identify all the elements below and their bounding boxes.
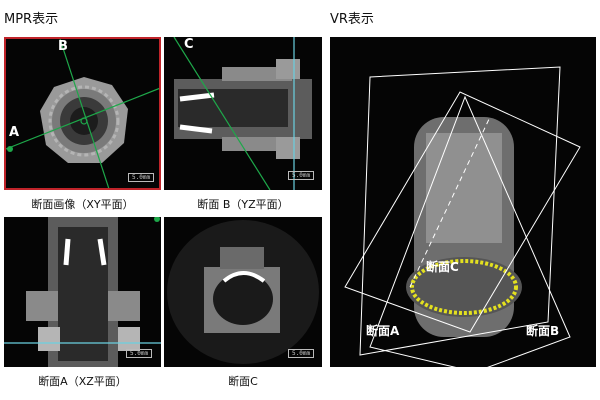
yz-caption: 断面 B（YZ平面） <box>197 198 289 211</box>
vr-view-panel[interactable]: 断面C 断面A 断面B <box>330 37 596 367</box>
yz-view-panel[interactable]: C 5.0mm <box>164 37 322 190</box>
vr-label-a: 断面A <box>366 324 400 338</box>
xy-scale-bar: 5.0mm <box>128 173 155 182</box>
c-caption: 断面C <box>228 375 258 388</box>
c-scale-bar: 5.0mm <box>288 349 315 358</box>
c-view-panel[interactable]: 5.0mm <box>164 217 322 367</box>
xy-caption: 断面画像（XY平面） <box>31 198 134 211</box>
vr-label-c: 断面C <box>426 260 459 274</box>
xz-view-panel[interactable]: 5.0mm <box>4 217 161 367</box>
axis-a-label: A <box>9 125 20 140</box>
xz-slice-image <box>4 217 161 367</box>
vr-title: VR表示 <box>330 12 374 27</box>
c-slice-image <box>167 220 319 364</box>
axis-c-label: C <box>184 37 194 52</box>
yz-scale-bar: 5.0mm <box>288 171 315 180</box>
xy-slice-image <box>6 39 159 188</box>
xy-view-panel[interactable]: A B 5.0mm <box>4 37 161 190</box>
yz-slice-image <box>173 37 312 190</box>
mpr-title: MPR表示 <box>4 12 59 27</box>
vr-label-b: 断面B <box>526 324 560 338</box>
xz-caption: 断面A（XZ平面） <box>38 375 127 388</box>
vr-render-image <box>344 66 581 367</box>
axis-b-label: B <box>58 39 68 54</box>
xz-scale-bar: 5.0mm <box>126 349 153 358</box>
